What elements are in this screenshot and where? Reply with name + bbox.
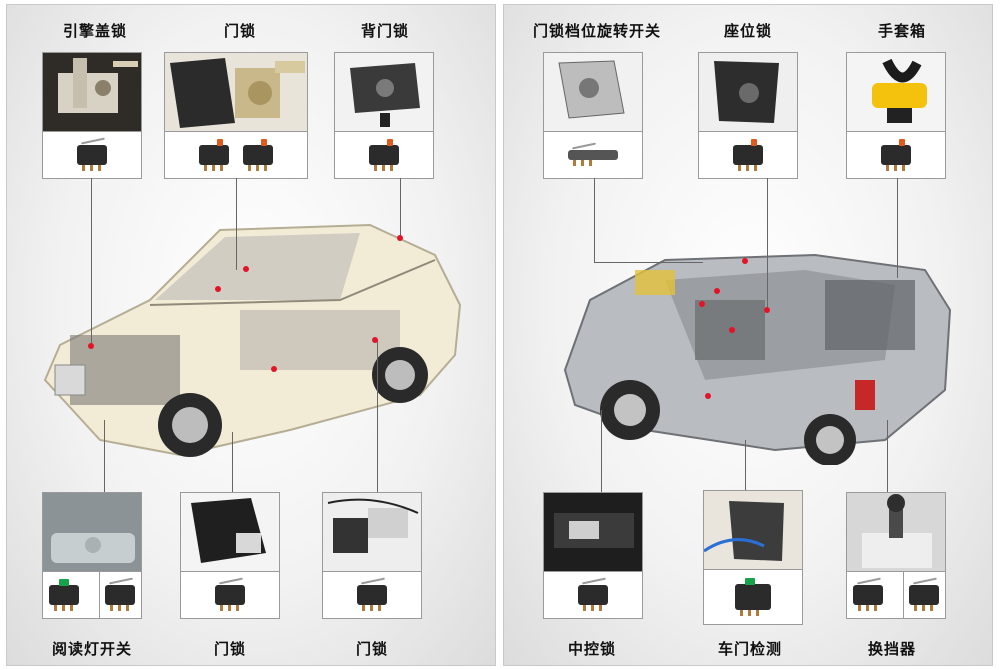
gear-shifter-photo	[847, 493, 945, 572]
micro-switch-icon	[77, 145, 107, 171]
card-door-detection	[703, 490, 803, 625]
card-door-lock-bottom-right	[322, 492, 422, 619]
engine-hood-lock-photo	[43, 53, 141, 132]
label-engine-hood-lock: 引擎盖锁	[62, 22, 127, 40]
marker-dot	[243, 266, 249, 272]
sedan-cutaway-image	[40, 205, 470, 465]
connector-line	[377, 340, 378, 492]
micro-switch-icon	[48, 579, 79, 611]
micro-switch-icon	[105, 585, 136, 611]
door-lock-bottom-mid-switch	[181, 572, 279, 618]
micro-switch-icon	[357, 585, 387, 611]
connector-line	[236, 178, 237, 270]
seat-lock-photo	[699, 53, 797, 132]
connector-line	[897, 178, 898, 278]
micro-switch-icon	[909, 585, 940, 611]
micro-switch-icon	[881, 139, 911, 171]
marker-dot	[764, 307, 770, 313]
glove-box-photo	[847, 53, 945, 132]
gear-rotary-switch	[544, 132, 642, 178]
label-gear-shifter: 换挡器	[867, 640, 916, 658]
connector-line	[745, 440, 746, 492]
marker-dot	[729, 327, 735, 333]
gear-shifter-switches	[847, 572, 945, 618]
micro-switch-icon	[578, 585, 608, 611]
connector-line	[594, 178, 595, 263]
label-central-lock: 中控锁	[567, 640, 616, 658]
central-lock-switch	[544, 572, 642, 618]
connector-line	[104, 420, 105, 492]
gear-rotary-photo	[544, 53, 642, 132]
label-reading-light-switch: 阅读灯开关	[51, 640, 132, 658]
micro-switch-icon	[735, 578, 771, 616]
door-detection-switch	[704, 570, 802, 624]
label-door-lock-bottom-mid: 门锁	[213, 640, 246, 658]
door-detection-photo	[704, 491, 802, 570]
connector-line	[91, 178, 92, 346]
micro-switch-icon	[199, 139, 229, 171]
label-door-lock-top: 门锁	[223, 22, 256, 40]
label-door-lock-bottom-right: 门锁	[355, 640, 388, 658]
door-lock-bottom-mid-photo	[181, 493, 279, 572]
card-glove-box	[846, 52, 946, 179]
card-back-door-lock	[334, 52, 434, 179]
card-engine-hood-lock	[42, 52, 142, 179]
marker-dot	[215, 286, 221, 292]
marker-dot	[705, 393, 711, 399]
reading-light-photo	[43, 493, 141, 572]
engine-hood-switch	[43, 132, 141, 178]
connector-line	[887, 420, 888, 492]
marker-dot	[271, 366, 277, 372]
door-lock-top-photo	[165, 53, 307, 132]
marker-dot	[397, 235, 403, 241]
central-lock-photo	[544, 493, 642, 572]
door-lock-top-switches	[165, 132, 307, 178]
door-lock-bottom-right-photo	[323, 493, 421, 572]
card-central-lock	[543, 492, 643, 619]
micro-switch-icon	[215, 585, 245, 611]
marker-dot	[88, 343, 94, 349]
marker-dot	[742, 258, 748, 264]
connector-line	[601, 410, 602, 492]
seat-lock-switch	[699, 132, 797, 178]
marker-dot	[372, 337, 378, 343]
label-back-door-lock: 背门锁	[360, 22, 409, 40]
card-gear-shifter	[846, 492, 946, 619]
micro-switch-icon	[852, 585, 883, 611]
micro-switch-icon	[369, 139, 399, 171]
connector-line	[400, 178, 401, 236]
reading-light-switches	[43, 572, 141, 618]
rotary-switch-icon	[568, 150, 618, 166]
marker-dot	[699, 301, 705, 307]
label-door-detection: 车门检测	[717, 640, 782, 658]
connector-line	[594, 262, 703, 263]
label-glove-box: 手套箱	[877, 22, 926, 40]
card-door-lock-bottom-mid	[180, 492, 280, 619]
back-door-lock-switch	[335, 132, 433, 178]
card-door-lock-top	[164, 52, 308, 179]
back-door-lock-photo	[335, 53, 433, 132]
card-door-lock-gear-rotary	[543, 52, 643, 179]
door-lock-bottom-right-switch	[323, 572, 421, 618]
micro-switch-icon	[243, 139, 273, 171]
micro-switch-icon	[733, 139, 763, 171]
glove-box-switch	[847, 132, 945, 178]
connector-line	[232, 432, 233, 492]
connector-line	[767, 178, 768, 310]
card-seat-lock	[698, 52, 798, 179]
sports-car-cutaway-image	[555, 240, 955, 465]
label-door-lock-gear-rotary-switch: 门锁档位旋转开关	[532, 22, 661, 40]
card-reading-light-switch	[42, 492, 142, 619]
label-seat-lock: 座位锁	[723, 22, 772, 40]
marker-dot	[714, 288, 720, 294]
